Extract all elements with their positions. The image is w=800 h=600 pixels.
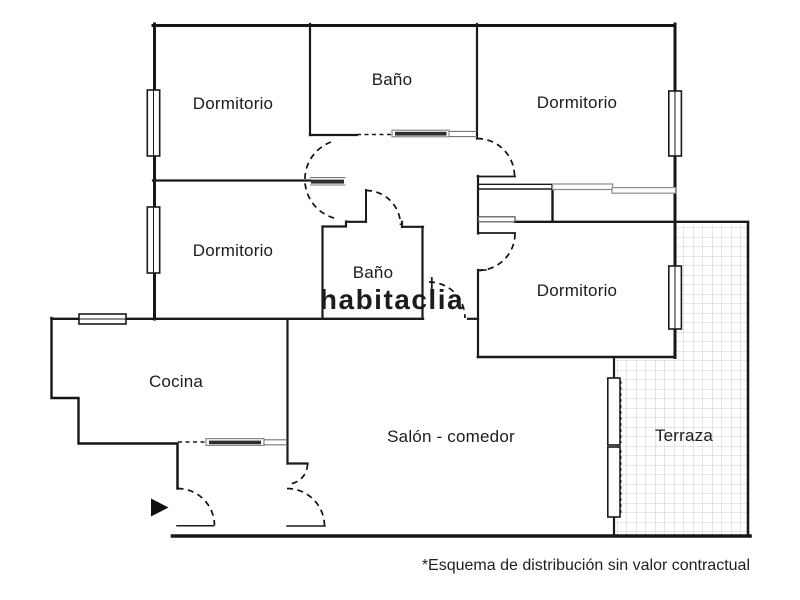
room-label-salon: Salón - comedor (387, 427, 515, 446)
disclaimer-text: *Esquema de distribución sin valor contr… (422, 557, 750, 574)
bathroom1-slider-symbol (395, 131, 447, 136)
entry-door-arc (177, 487, 216, 526)
room-label-dormitorio-3: Dormitorio (537, 93, 617, 112)
room-label-dormitorio-4: Dormitorio (537, 281, 617, 300)
terrace-door-symbol (606, 377, 621, 446)
room-label-dormitorio-2: Dormitorio (193, 241, 273, 260)
interior-walls (50, 22, 750, 538)
door-arc (476, 137, 516, 177)
wardrobe-slider-symbol (551, 183, 614, 191)
door-swing-arcs (177, 137, 516, 527)
bath-top-wall (321, 220, 368, 228)
door-arc (304, 141, 335, 219)
watermark-text: habitaclia (320, 284, 464, 315)
room-label-terraza: Terraza (655, 426, 713, 445)
room-label-dormitorio-1: Dormitorio (193, 94, 273, 113)
room-label-bano-1: Baño (372, 70, 413, 89)
sliding-door-symbols (178, 129, 677, 447)
closet-door-symbol (477, 216, 516, 223)
door-arc (477, 233, 516, 272)
room-labels: Dormitorio Baño Dormitorio Dormitorio Ba… (149, 70, 713, 446)
kitchen-extension-wall (50, 316, 179, 490)
bedroom1-slider-symbol (311, 179, 344, 184)
window-symbols (78, 89, 683, 518)
door-arc (286, 487, 326, 527)
wardrobe-slider-symbol (611, 187, 677, 194)
room-label-cocina: Cocina (149, 372, 203, 391)
terraza-hatch-area (616, 225, 748, 535)
entrance-arrow-icon (151, 498, 169, 517)
door-arc (287, 463, 309, 485)
door-arc (365, 189, 402, 226)
terrace-door-symbol (606, 446, 621, 518)
room-label-bano-2: Baño (353, 263, 394, 282)
kitchen-slider-symbol (209, 440, 261, 445)
